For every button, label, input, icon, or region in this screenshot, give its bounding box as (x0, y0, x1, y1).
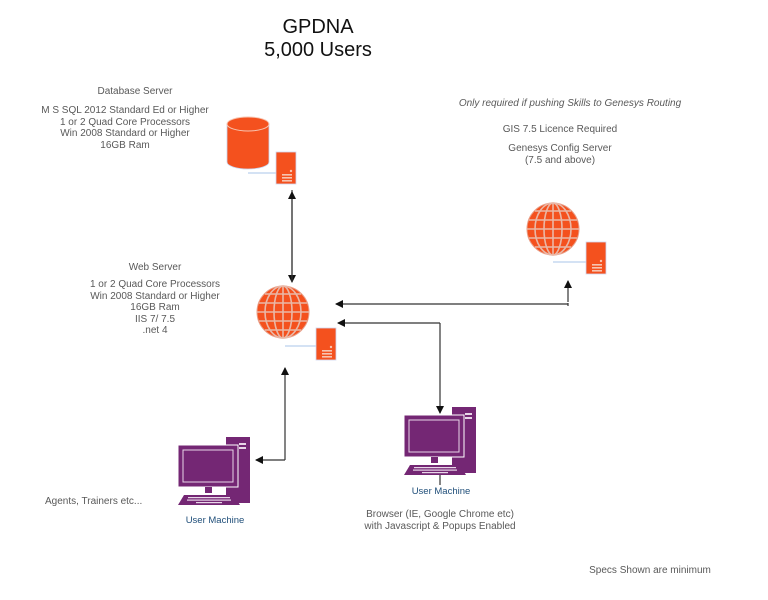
web-server-specs: 1 or 2 Quad Core Processors Win 2008 Sta… (70, 279, 240, 337)
spec-line: M S SQL 2012 Standard Ed or Higher (41, 105, 209, 116)
config-server-name-block: Genesys Config Server (7.5 and above) (480, 143, 640, 166)
user-machine-left-caption: Agents, Trainers etc... (45, 496, 143, 507)
spec-line: .net 4 (142, 325, 168, 336)
user-machine-right-caption: Browser (IE, Google Chrome etc) with Jav… (340, 509, 540, 532)
user-machine-right-label: User Machine (411, 486, 471, 497)
database-server-heading: Database Server (97, 86, 173, 97)
web-server-globe-icon (256, 285, 310, 339)
config-server-tower-icon (585, 241, 607, 275)
diagram-title: GPDNA 5,000 Users (218, 16, 418, 62)
spec-line: 16GB Ram (130, 302, 180, 313)
database-server-tower-icon (275, 151, 297, 185)
spec-line: Win 2008 Standard or Higher (90, 290, 220, 302)
web-server-tower-icon (315, 327, 337, 361)
spec-line: 16GB Ram (100, 139, 150, 151)
user-machine-right-icon (403, 406, 477, 476)
database-server-specs: M S SQL 2012 Standard Ed or Higher 1 or … (30, 105, 220, 151)
config-server-globe-icon (526, 202, 580, 256)
config-server-version: (7.5 and above) (524, 154, 596, 166)
caption-line: Browser (IE, Google Chrome etc) (366, 509, 514, 520)
caption-line: with Javascript & Popups Enabled (364, 520, 516, 532)
user-machine-left-label: User Machine (185, 515, 245, 526)
spec-line: 1 or 2 Quad Core Processors (59, 116, 191, 128)
user-machine-left-icon (177, 436, 251, 506)
footer-note: Specs Shown are minimum (589, 565, 711, 576)
config-server-licence: GIS 7.5 Licence Required (502, 124, 618, 135)
spec-line: Win 2008 Standard or Higher (60, 128, 190, 139)
spec-line: 1 or 2 Quad Core Processors (89, 279, 221, 290)
web-server-heading: Web Server (128, 262, 182, 273)
title-line-1: GPDNA (282, 16, 354, 38)
database-icon (226, 116, 270, 170)
spec-line: IIS 7/ 7.5 (134, 313, 176, 325)
config-server-note: Only required if pushing Skills to Genes… (458, 98, 682, 109)
config-server-name: Genesys Config Server (508, 143, 612, 154)
title-line-2: 5,000 Users (264, 39, 372, 61)
